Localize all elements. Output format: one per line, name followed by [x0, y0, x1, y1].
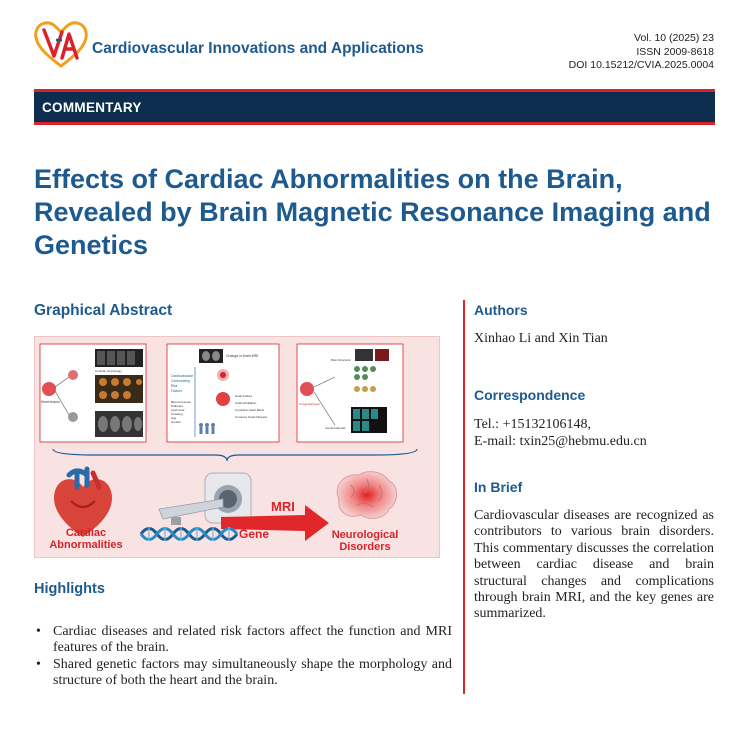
mri-scanner-icon — [158, 472, 252, 525]
svg-text:Blood pressure: Blood pressure — [171, 400, 192, 404]
svg-text:Atrial Fibrillation: Atrial Fibrillation — [235, 401, 257, 405]
highlights-heading: Highlights — [34, 581, 105, 597]
graphical-abstract-heading: Graphical Abstract — [34, 302, 173, 319]
svg-text:Cerebrovascular: Cerebrovascular — [325, 426, 346, 430]
highlights-list: Cardiac diseases and related risk factor… — [34, 624, 452, 690]
svg-text:Factors: Factors — [171, 389, 182, 393]
authors-heading: Authors — [474, 302, 528, 318]
svg-text:Congenital heart: Congenital heart — [299, 402, 320, 406]
svg-text:Age: Age — [171, 416, 177, 420]
svg-text:Lipid level: Lipid level — [171, 408, 185, 412]
gene-label: Gene — [239, 527, 270, 541]
doi: DOI 10.15212/CVIA.2025.0004 — [568, 59, 714, 71]
column-divider — [463, 300, 465, 694]
heart-illustration-icon — [54, 466, 112, 537]
brain-illustration-icon — [336, 471, 397, 519]
correspondence-heading: Correspondence — [474, 387, 586, 403]
graphical-abstract-figure: Heart lesions Cortical morphology Change… — [34, 336, 440, 558]
neurological-disorders-label: Neurological Disorders — [331, 529, 399, 553]
volume-info: Vol. 10 (2025) 23 — [634, 32, 714, 44]
svg-text:Heart Failure: Heart Failure — [235, 394, 253, 398]
article-type-banner: COMMENTARY — [34, 89, 715, 125]
svg-text:Coronary Heart Disease: Coronary Heart Disease — [235, 415, 268, 419]
article-meta: Vol. 10 (2025) 23 ISSN 2009-8618 DOI 10.… — [569, 32, 714, 73]
in-brief-heading: In Brief — [474, 479, 523, 495]
svg-text:Diabetes: Diabetes — [171, 404, 183, 408]
graphical-abstract-illustration: Heart lesions Cortical morphology Change… — [39, 343, 418, 462]
highlight-item: Cardiac diseases and related risk factor… — [34, 624, 452, 655]
svg-text:Heart lesions: Heart lesions — [41, 400, 60, 404]
authors-names: Xinhao Li and Xin Tian — [474, 331, 608, 346]
correspondence-tel: Tel.: +15132106148, — [474, 417, 591, 432]
correspondence-email[interactable]: E-mail: txin25@hebmu.edu.cn — [474, 433, 647, 449]
svg-text:Complete Heart Block: Complete Heart Block — [235, 408, 265, 412]
in-brief-text: Cardiovascular diseases are recognized a… — [474, 508, 714, 622]
svg-text:Confounding: Confounding — [171, 379, 190, 383]
highlight-item: Shared genetic factors may simultaneousl… — [34, 657, 452, 688]
svg-text:Gender: Gender — [171, 420, 181, 424]
mri-label: MRI — [271, 499, 295, 514]
cardiac-abnormalities-label: Cardiac Abnormalities — [49, 527, 123, 551]
journal-logo-icon — [34, 21, 88, 68]
svg-text:Risk: Risk — [171, 384, 178, 388]
issn: ISSN 2009-8618 — [636, 45, 714, 58]
correspondence-details: Tel.: +15132106148, E-mail: txin25@hebmu… — [474, 417, 647, 450]
svg-text:Cardiovascular: Cardiovascular — [171, 374, 194, 378]
dna-helix-icon — [139, 527, 239, 541]
svg-text:Change in brain MRI: Change in brain MRI — [226, 354, 258, 358]
svg-text:Cortical morphology: Cortical morphology — [95, 369, 122, 373]
article-type-label: COMMENTARY — [42, 100, 142, 115]
svg-text:Smoking: Smoking — [171, 412, 183, 416]
article-title: Effects of Cardiac Abnormalities on the … — [34, 164, 711, 260]
progression-arrow-icon — [221, 505, 329, 541]
journal-name: Cardiovascular Innovations and Applicati… — [92, 40, 424, 57]
svg-text:Brain Structural: Brain Structural — [331, 358, 351, 362]
